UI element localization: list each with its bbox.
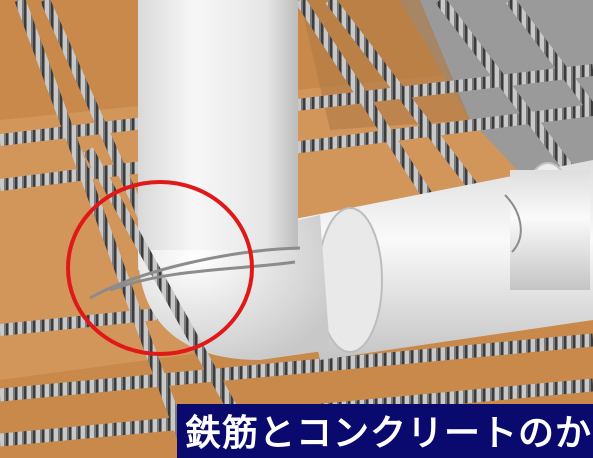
tie-wire: [89, 194, 522, 300]
vertical-pipe-body: [138, 0, 298, 270]
pipe-coupling-right-body: [510, 170, 590, 290]
tie-wire-upper: [89, 246, 301, 300]
horizontal-pipe: [290, 160, 593, 360]
caption-bar: 鉄筋とコンクリートのか: [177, 404, 593, 458]
rebar-diagonal-5: [506, 0, 593, 114]
rebar-diagonal-2: [295, 0, 455, 234]
tie-wire-right: [504, 194, 522, 253]
caption-text: 鉄筋とコンクリートのか: [185, 413, 593, 454]
tie-wire-lower: [109, 260, 296, 292]
rebar-horizontal-4: [0, 333, 593, 402]
highlight-circle: [66, 180, 254, 356]
